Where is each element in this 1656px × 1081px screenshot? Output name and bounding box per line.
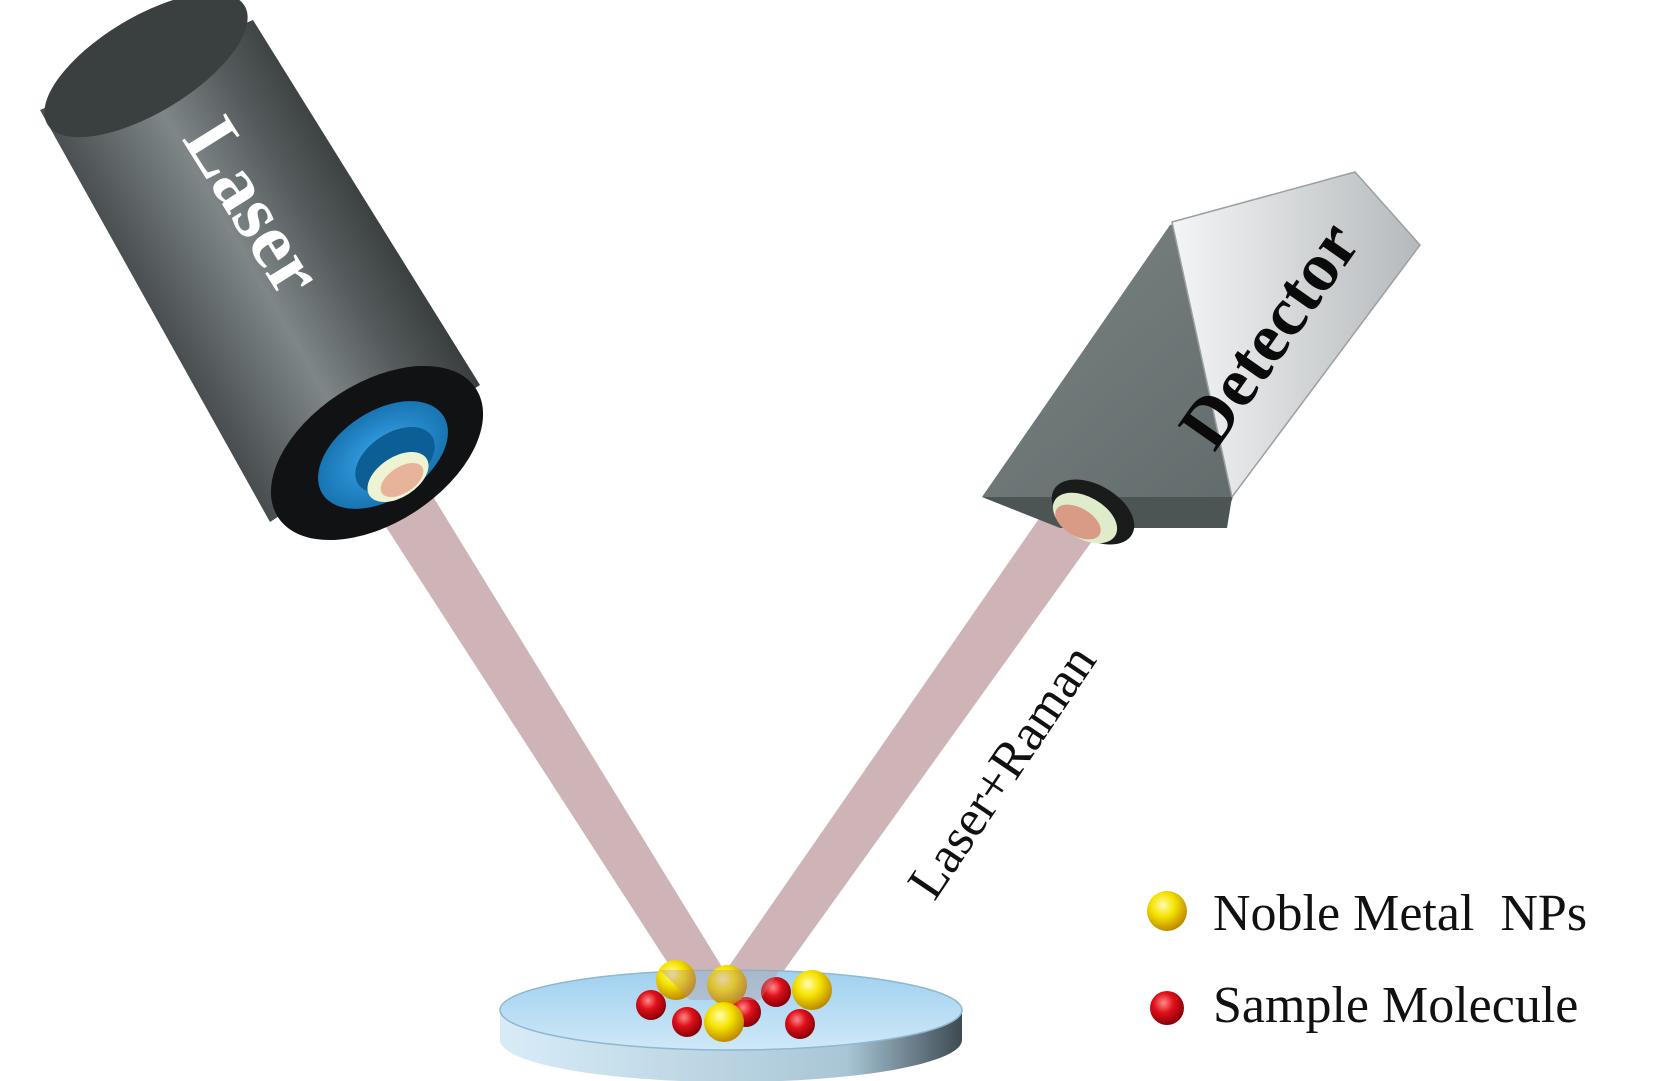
incident-laser-beam — [375, 482, 730, 982]
legend-label-molecule: Sample Molecule — [1213, 977, 1578, 1034]
sample-molecule — [672, 1007, 702, 1037]
noble-metal-np — [704, 1002, 744, 1042]
detector-lens-spot — [1055, 504, 1101, 540]
red-sphere-icon — [1150, 991, 1184, 1025]
particles — [636, 960, 832, 1042]
sample-molecule — [636, 990, 666, 1020]
sample-molecule — [761, 977, 791, 1007]
beam-overlay — [660, 970, 780, 1000]
noble-metal-np — [792, 970, 832, 1010]
noble-metal-np — [707, 965, 747, 1005]
laser-raman-label: Laser+Raman — [897, 635, 1108, 909]
scattered-raman-beam — [718, 510, 1100, 990]
laser-lens-spot — [380, 462, 424, 498]
laser-source: Laser — [40, 0, 484, 541]
laser-top-cap — [44, 0, 248, 138]
yellow-sphere-icon — [1147, 891, 1187, 931]
detector-front-face — [1171, 171, 1421, 499]
legend-label-nanoparticles: Noble Metal NPs — [1213, 885, 1587, 942]
noble-metal-np — [656, 960, 696, 1000]
sample-molecule — [785, 1009, 815, 1039]
detector: Detector — [982, 171, 1421, 545]
legend: Noble Metal NPs Sample Molecule — [1147, 885, 1587, 1034]
